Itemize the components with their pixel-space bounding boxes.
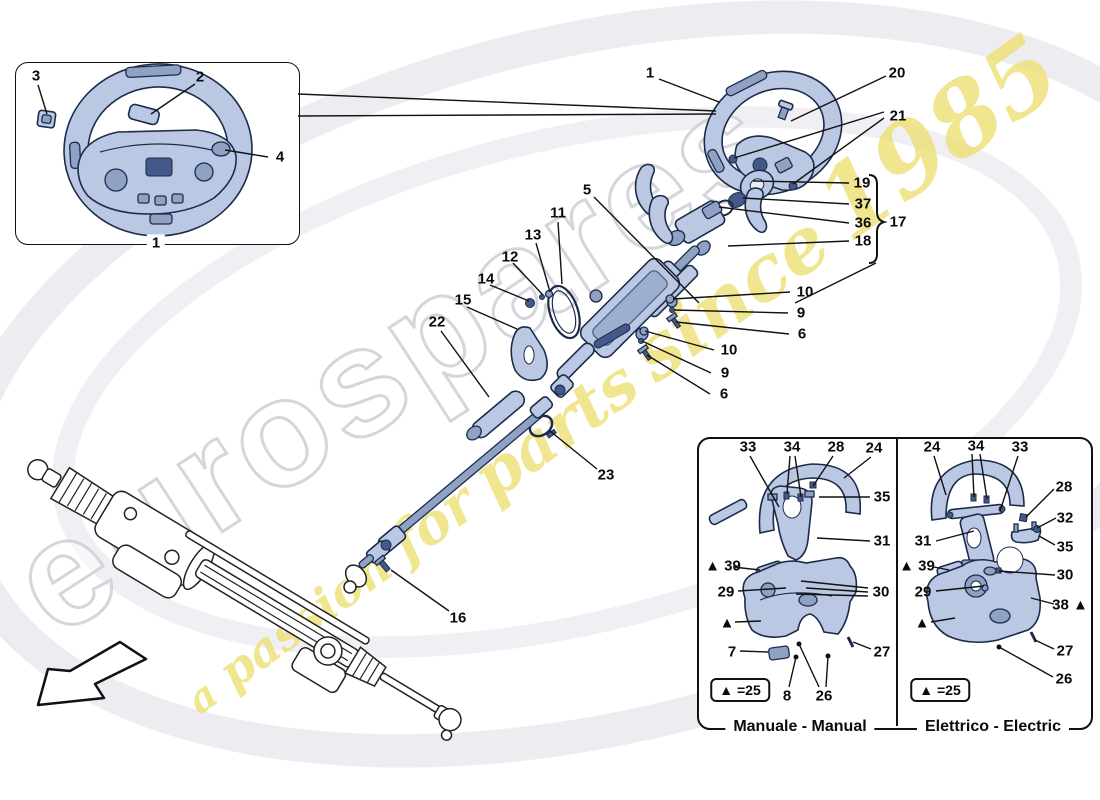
callout-18: 18 xyxy=(854,232,872,250)
callout-23: 23 xyxy=(597,466,615,484)
screw-part-21a xyxy=(728,154,738,164)
callout-15: 15 xyxy=(454,291,472,309)
callout-9a: 9 xyxy=(796,304,806,322)
callout-6b: 6 xyxy=(719,385,729,403)
callout-30-electric: 30 xyxy=(1056,566,1074,584)
steering-wheel-inset-box xyxy=(15,62,300,245)
callout-33-manual: 33 xyxy=(739,438,757,456)
watermark-tagline-word: 1985 xyxy=(794,11,1081,263)
callout-21: 21 xyxy=(889,107,907,125)
callout-36: 36 xyxy=(854,214,872,232)
steering-wheel-main-hub xyxy=(734,135,815,192)
callout-triangle-manual: ▲ xyxy=(719,614,735,632)
callout-30-manual: 30 xyxy=(872,583,890,601)
column-fasteners xyxy=(636,294,682,361)
steering-column xyxy=(550,240,711,398)
callout-triangle-electric: ▲ xyxy=(914,614,930,632)
callout-35-electric: 35 xyxy=(1056,538,1074,556)
callout-13: 13 xyxy=(524,226,542,244)
callout-31-manual: 31 xyxy=(873,532,891,550)
callout-16: 16 xyxy=(449,609,467,627)
steering-rack xyxy=(27,458,462,741)
callout-2: 2 xyxy=(195,68,205,86)
callout-38-electric: 38 ▲ xyxy=(1052,596,1088,614)
caption-electric: Elettrico - Electric xyxy=(916,718,1070,736)
caption-manual: Manuale - Manual xyxy=(725,718,875,736)
callout-29-manual: 29 xyxy=(717,583,735,601)
legend-triangle-25-manual: ▲ =25 xyxy=(710,678,770,702)
callout-37: 37 xyxy=(854,195,872,213)
steering-wheel-main xyxy=(703,69,843,196)
callout-8-manual: 8 xyxy=(782,687,792,705)
variant-divider xyxy=(896,437,898,726)
watermark-tagline-word: for xyxy=(377,469,488,575)
stalk-paddles xyxy=(634,163,768,245)
callout-32-electric: 32 xyxy=(1056,509,1074,527)
callout-29-electric: 29 xyxy=(914,583,932,601)
callout-7-manual: 7 xyxy=(727,643,737,661)
callout-22: 22 xyxy=(428,313,446,331)
bolt-part-20 xyxy=(777,99,794,121)
column-small-parts xyxy=(466,284,581,441)
callout-14: 14 xyxy=(477,270,495,288)
callout-24-electric: 24 xyxy=(923,438,941,456)
callout-10a: 10 xyxy=(796,283,814,301)
legend-triangle-25-electric: ▲ =25 xyxy=(910,678,970,702)
callout-26-electric: 26 xyxy=(1055,670,1073,688)
watermark-tagline-word: parts xyxy=(458,345,653,516)
callout-39-manual: ▲ 39 xyxy=(705,557,741,575)
callout-10b: 10 xyxy=(720,341,738,359)
callout-5: 5 xyxy=(582,181,592,199)
callout-33-electric: 33 xyxy=(1011,438,1029,456)
callout-35-manual: 35 xyxy=(873,488,891,506)
callout-27-manual: 27 xyxy=(873,643,891,661)
callout-11: 11 xyxy=(550,204,566,222)
callout-12: 12 xyxy=(501,248,519,266)
callout-19: 19 xyxy=(853,174,871,192)
callout-9b: 9 xyxy=(720,364,730,382)
callout-3: 3 xyxy=(31,67,41,85)
callout-17: 17 xyxy=(889,213,907,231)
callout-6a: 6 xyxy=(797,325,807,343)
watermark-tagline-word: a xyxy=(177,670,227,724)
watermark-tagline-word: passion xyxy=(208,538,403,701)
callout-34-manual: 34 xyxy=(783,438,801,456)
callout-28-manual: 28 xyxy=(827,438,845,456)
direction-arrow-icon xyxy=(36,640,148,707)
callout-31-electric: 31 xyxy=(914,532,932,550)
callout-4: 4 xyxy=(275,148,285,166)
intermediate-shaft xyxy=(343,396,554,594)
callout-39-electric: ▲ 39 xyxy=(899,557,935,575)
callout-1-inset: 1 xyxy=(146,234,166,252)
callout-27-electric: 27 xyxy=(1056,642,1074,660)
callout-28-electric: 28 xyxy=(1055,478,1073,496)
clockspring-assembly xyxy=(666,169,775,247)
callout-24-manual: 24 xyxy=(865,439,883,457)
callout-34-electric: 34 xyxy=(967,437,985,455)
callout-26-manual: 26 xyxy=(815,687,833,705)
screw-part-21b xyxy=(788,181,798,191)
callout-1: 1 xyxy=(645,64,655,82)
callout-20: 20 xyxy=(888,64,906,82)
